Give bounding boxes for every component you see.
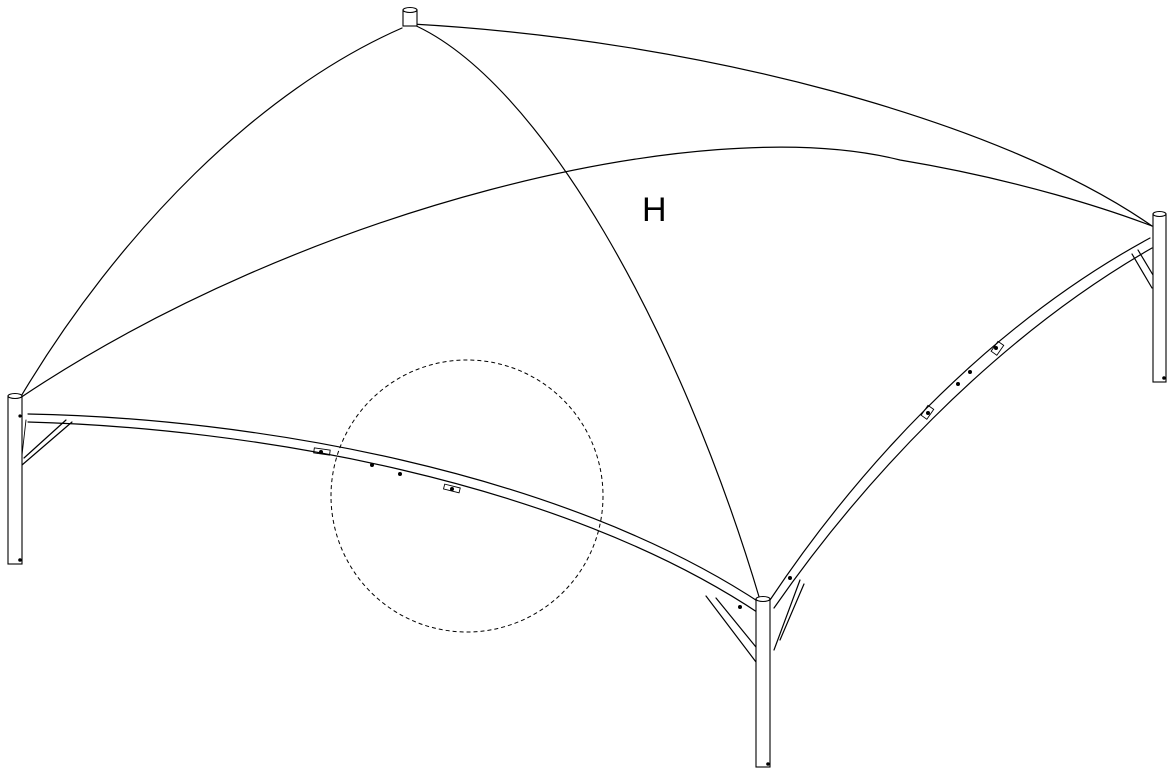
beam-right-bolt-5 [788, 576, 792, 580]
beam-left-joint-1 [313, 447, 331, 456]
brace-left-corner-upper [21, 419, 27, 456]
post-front [755, 595, 771, 768]
brace-front-right [773, 579, 805, 651]
beam-left-bottom-edge [27, 421, 761, 615]
beam-right-bolt-1 [926, 411, 930, 415]
post-back [402, 6, 418, 27]
beam-left-joint-2 [442, 483, 461, 494]
beam-right-bolt-2 [956, 382, 960, 386]
beam-right-bottom-edge [773, 247, 1153, 609]
beam-left-bolt-4 [450, 487, 454, 491]
brace-right-corner [1131, 249, 1157, 289]
beam-right-bolt-3 [968, 370, 972, 374]
brace-left-corner [21, 419, 73, 466]
front-right-beam [769, 237, 1153, 609]
post-right [1152, 210, 1167, 383]
posts [7, 6, 1167, 768]
fabric-ridge-peak-front [411, 23, 761, 601]
beam-right-top-edge [769, 237, 1151, 601]
beam-right-joint-1 [920, 404, 935, 420]
beam-right-bolt-4 [994, 346, 998, 350]
beam-left-top-edge [27, 413, 763, 605]
front-left-beam [27, 413, 763, 615]
brace-front-left [705, 595, 761, 663]
callout-label: H [642, 191, 667, 229]
post-left [7, 392, 23, 565]
corner-braces [21, 249, 1157, 663]
canopy-fabric [19, 23, 1153, 601]
beam-right-joint-2 [990, 340, 1005, 356]
detail-callout-circle [330, 359, 604, 633]
beam-left-bolt-2 [370, 463, 374, 467]
fabric-ridge-left-right [19, 146, 1153, 399]
fabric-edge-back-right [411, 23, 1153, 227]
beam-left-bolt-1 [319, 450, 323, 454]
beam-left-bolt-3 [398, 472, 402, 476]
beam-left-bolt-5 [738, 605, 742, 609]
fabric-edge-left-back [19, 27, 403, 399]
